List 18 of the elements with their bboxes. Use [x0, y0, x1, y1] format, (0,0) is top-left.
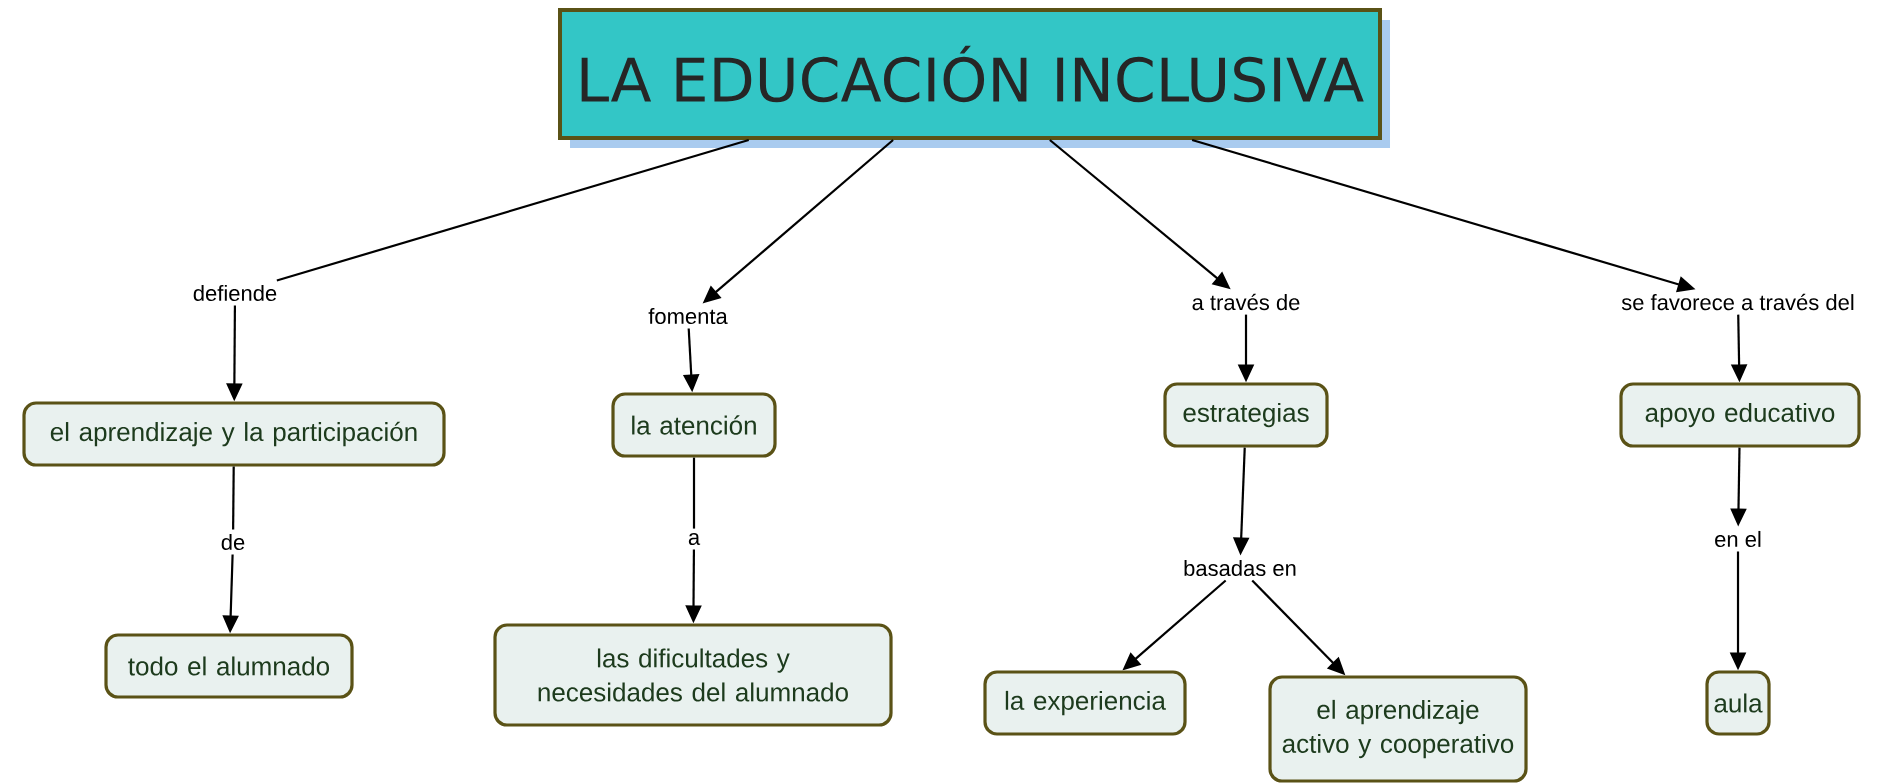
concept-box: apoyo educativo: [1619, 382, 1861, 448]
linking-phrase: en el: [1715, 530, 1761, 548]
linking-phrase: se favorece a través del: [1621, 293, 1854, 311]
concept-box: estrategias: [1163, 382, 1329, 448]
concept-box: el aprendizaje y la participación: [22, 401, 446, 467]
linking-phrase: a: [688, 533, 701, 546]
concept-box: el aprendizaje activo y cooperativo: [1268, 675, 1528, 783]
concept-box: aula: [1705, 670, 1771, 736]
linking-phrase: fomenta: [648, 307, 728, 325]
concept-box: las dificultades y necesidades del alumnado: [493, 623, 893, 727]
linking-phrase: a través de: [1192, 293, 1300, 311]
concept-box: todo el alumnado: [104, 633, 354, 699]
title-box: LA EDUCACIÓN INCLUSIVA: [558, 8, 1390, 148]
linking-phrase: defiende: [193, 284, 277, 302]
concept-box: la experiencia: [983, 670, 1187, 736]
concept-box: la atención: [611, 392, 777, 458]
linking-phrase: de: [221, 533, 245, 551]
linking-phrase: basadas en: [1184, 559, 1296, 577]
